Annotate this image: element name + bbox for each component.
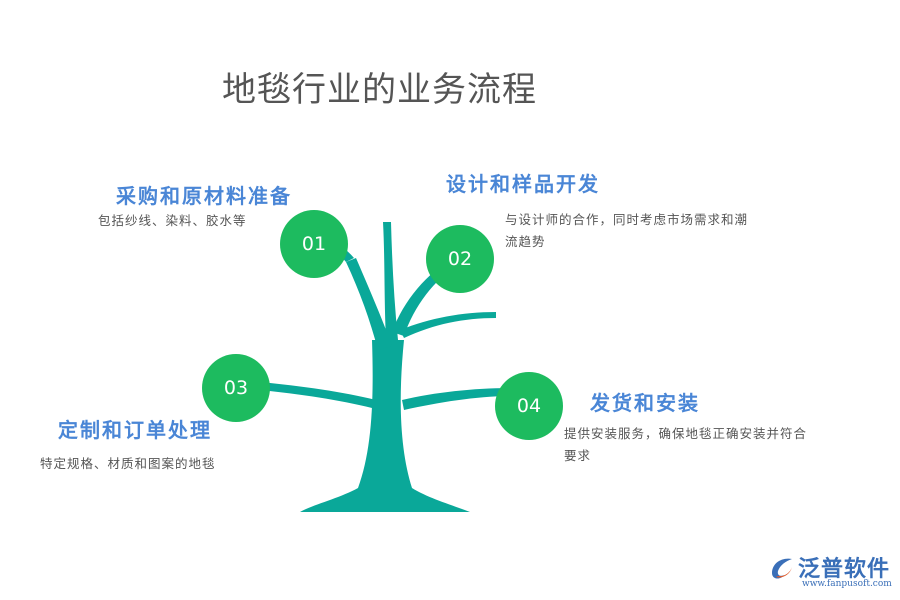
branch-04: [402, 388, 512, 410]
step-02-desc-line: 流趋势: [505, 234, 546, 249]
step-01-number: 01: [280, 210, 348, 278]
step-04-number: 04: [495, 372, 563, 440]
step-02-heading: 设计和样品开发: [446, 172, 600, 196]
logo-swirl-icon: [772, 558, 792, 579]
step-04-desc: 提供安装服务，确保地毯正确安装并符合 要求: [564, 423, 807, 467]
branch-03: [260, 382, 376, 408]
tree-trunk: [300, 340, 470, 512]
step-04-desc-line: 要求: [564, 448, 592, 463]
branch-left-main: [346, 258, 392, 350]
step-01-desc: 包括纱线、染料、胶水等: [98, 210, 247, 232]
page-title: 地毯行业的业务流程: [222, 70, 537, 110]
step-01-heading: 采购和原材料准备: [116, 184, 292, 208]
step-04-heading: 发货和安装: [590, 391, 700, 415]
step-03-desc: 特定规格、材质和图案的地毯: [40, 453, 216, 475]
step-02-desc: 与设计师的合作，同时考虑市场需求和潮 流趋势: [505, 209, 748, 253]
logo-name: 泛普软件: [798, 557, 891, 582]
step-01-desc-line: 包括纱线、染料、胶水等: [98, 213, 247, 228]
step-02-desc-line: 与设计师的合作，同时考虑市场需求和潮: [505, 212, 749, 227]
step-02-number: 02: [426, 225, 494, 293]
step-03-heading: 定制和订单处理: [58, 418, 212, 442]
step-03-desc-line: 特定规格、材质和图案的地毯: [40, 456, 216, 471]
step-03-number: 03: [202, 354, 270, 422]
branch-center: [383, 222, 398, 340]
branch-right-twig: [400, 312, 496, 338]
step-04-desc-line: 提供安装服务，确保地毯正确安装并符合: [564, 426, 808, 441]
logo-url: www.fanpusoft.com: [802, 579, 892, 589]
